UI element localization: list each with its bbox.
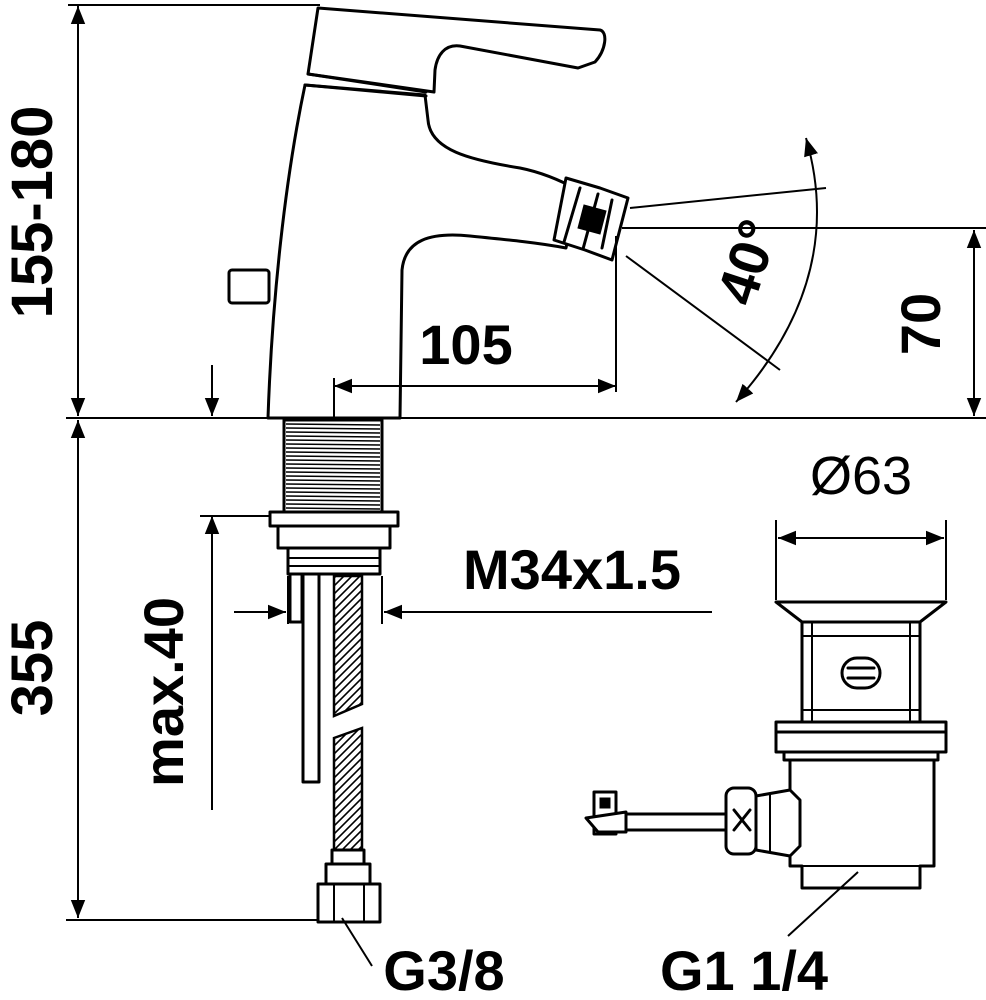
spout-height-dimension: 70 xyxy=(622,227,986,416)
total-below-dimension: 355 xyxy=(0,420,330,921)
thread-line xyxy=(285,463,381,466)
thread-line xyxy=(285,507,381,510)
thread-line xyxy=(285,499,381,502)
angle-label: 40° xyxy=(704,212,790,312)
waste-diameter-label: Ø63 xyxy=(810,446,912,506)
thread-line xyxy=(285,423,381,426)
popup-linkage xyxy=(584,786,802,858)
thread-line xyxy=(285,503,381,506)
thread-line xyxy=(285,487,381,490)
height-range-label: 155-180 xyxy=(0,106,65,319)
total-below-label: 355 xyxy=(0,620,65,717)
thread-line xyxy=(285,495,381,498)
waste-fitting xyxy=(774,600,948,890)
waste-connection-callout: G1 1/4 xyxy=(660,871,859,1000)
braided-hose xyxy=(324,574,372,886)
thread-line xyxy=(285,483,381,486)
inlet-connection-label: G3/8 xyxy=(383,939,504,1000)
waste-connection-label: G1 1/4 xyxy=(660,939,828,1000)
waste-diameter-dimension: Ø63 xyxy=(775,446,947,600)
thread-line xyxy=(285,491,381,494)
mounting-nut xyxy=(268,510,400,576)
thread-line xyxy=(285,451,381,454)
thread-label: M34x1.5 xyxy=(463,538,681,601)
thread-line xyxy=(285,435,381,438)
inlet-connector-nut xyxy=(316,882,382,924)
max-thickness-dimension: max.40 xyxy=(132,365,282,810)
inlet-pipe xyxy=(288,572,321,784)
thread-line xyxy=(285,427,381,430)
inlet-connection-callout: G3/8 xyxy=(341,917,505,1000)
thread-line xyxy=(285,471,381,474)
reach-label: 105 xyxy=(419,313,512,376)
thread-line xyxy=(285,455,381,458)
spout-aerator xyxy=(552,176,630,262)
reach-dimension: 105 xyxy=(333,236,617,418)
thread-dimension: M34x1.5 xyxy=(234,538,712,624)
thread-line xyxy=(285,447,381,450)
thread-line xyxy=(285,439,381,442)
thread-line xyxy=(285,479,381,482)
thread-line xyxy=(285,459,381,462)
spout-height-label: 70 xyxy=(889,293,952,355)
thread-line xyxy=(285,431,381,434)
height-dimension: 155-180 xyxy=(0,4,320,416)
thread-line xyxy=(285,475,381,478)
thread-line xyxy=(285,467,381,470)
mixer-body xyxy=(227,6,607,420)
max-thickness-label: max.40 xyxy=(132,597,195,787)
angle-dimension: 40° xyxy=(625,137,827,403)
thread-line xyxy=(285,443,381,446)
waste-slot xyxy=(840,656,882,690)
threaded-shank xyxy=(282,418,384,514)
popup-rod-knob xyxy=(227,268,271,305)
